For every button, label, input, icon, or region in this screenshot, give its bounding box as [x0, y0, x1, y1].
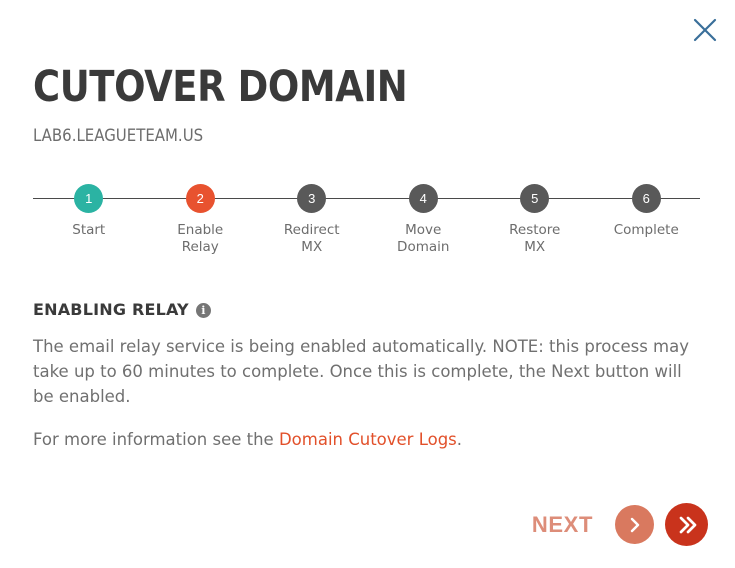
dialog-actions: NEXT: [532, 503, 708, 546]
next-button[interactable]: [615, 505, 654, 544]
step-label-2: Enable Relay: [177, 222, 224, 255]
status-paragraph: The email relay service is being enabled…: [33, 337, 689, 406]
domain-cutover-logs-link[interactable]: Domain Cutover Logs: [278, 430, 457, 449]
info-icon[interactable]: i: [195, 302, 211, 318]
step-label-5: Restore MX: [509, 222, 561, 255]
more-info-paragraph: For more information see the Domain Cuto…: [33, 427, 698, 452]
step-circle-5: 5: [520, 184, 550, 213]
more-info-suffix: .: [456, 430, 463, 449]
close-dialog-button[interactable]: [685, 10, 725, 50]
next-label: NEXT: [531, 511, 593, 537]
step-label-4: Move Domain: [397, 222, 450, 255]
double-chevron-right-icon: [675, 513, 699, 537]
step-label-3: Redirect MX: [283, 222, 340, 255]
step-label-6: Complete: [613, 222, 679, 238]
close-icon: [692, 17, 718, 43]
step-label-1: Start: [72, 222, 106, 238]
step-circle-6: 6: [631, 184, 661, 213]
more-info-prefix: For more information see the: [33, 430, 279, 449]
stepper-connector-line: [33, 198, 700, 199]
step-circle-2: 2: [185, 184, 215, 213]
page-title: CUTOVER DOMAIN: [33, 62, 408, 112]
skip-to-end-button[interactable]: [665, 503, 708, 546]
section-header: ENABLING RELAY i: [33, 300, 702, 320]
domain-subtitle: LAB6.LEAGUETEAM.US: [33, 126, 204, 146]
step-circle-4: 4: [408, 184, 438, 213]
chevron-right-icon: [625, 515, 645, 535]
step-circle-3: 3: [297, 184, 327, 213]
step-circle-1: 1: [74, 184, 104, 213]
section-title: ENABLING RELAY: [33, 300, 189, 319]
